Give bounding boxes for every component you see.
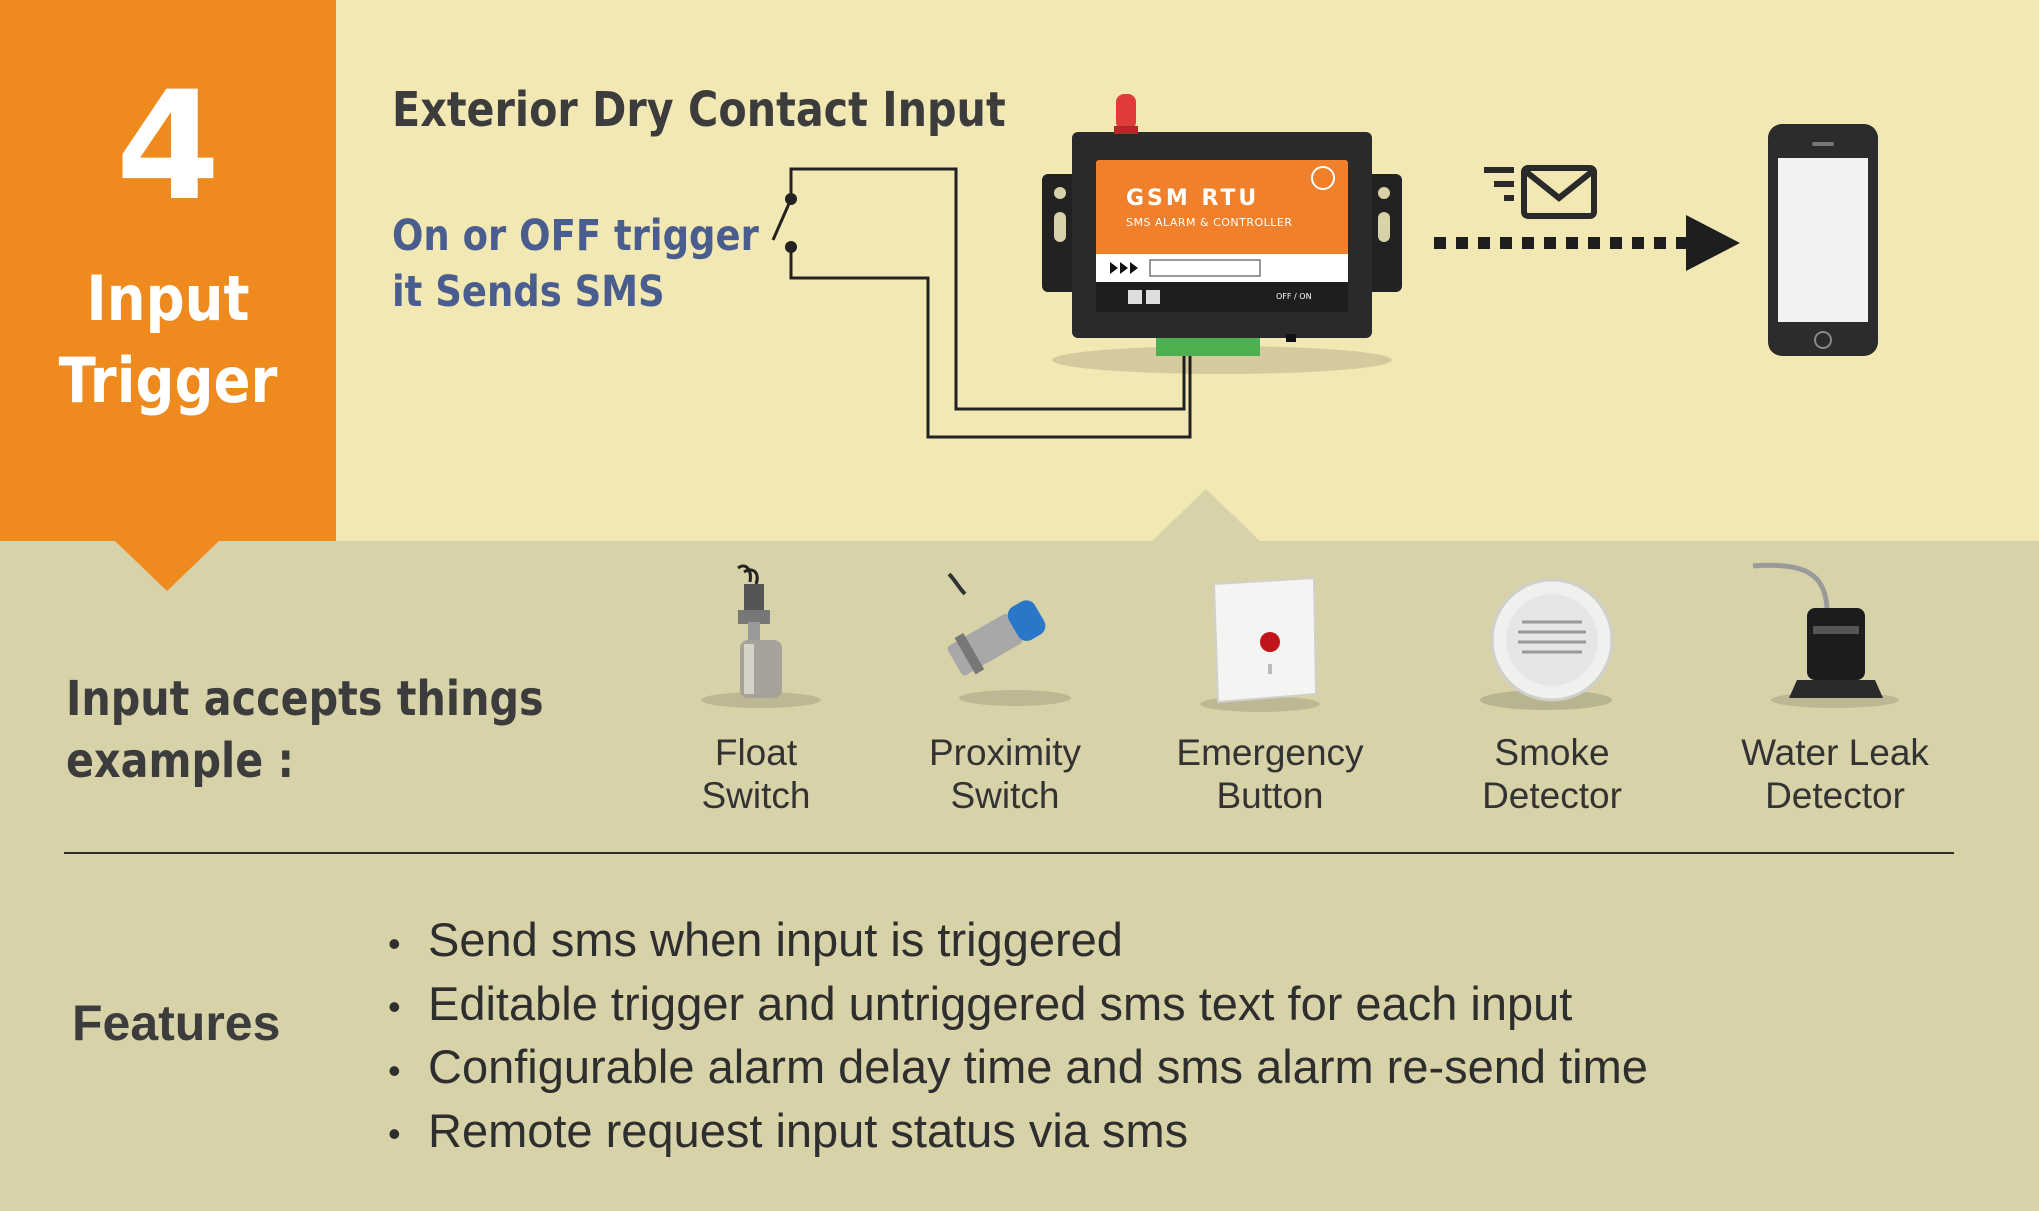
bullet-icon: • — [388, 1049, 401, 1091]
water-leak-detector-icon — [1752, 562, 1899, 708]
example-label-line2: Switch — [950, 775, 1060, 816]
example-proximity-switch: Proximity Switch — [875, 560, 1135, 817]
input-heading: Exterior Dry Contact Input — [392, 82, 1006, 138]
smartphone-icon — [1768, 124, 1878, 356]
smoke-detector-icon — [1480, 578, 1614, 710]
section-divider — [64, 852, 1954, 854]
feature-text: Remote request input status via sms — [428, 1103, 1189, 1157]
feature-text: Send sms when input is triggered — [428, 913, 1123, 966]
accepts-heading-line1: Input accepts things — [66, 671, 544, 727]
feature-text: Configurable alarm delay time and sms al… — [428, 1040, 1648, 1094]
emergency-button-icon — [1200, 576, 1320, 712]
step-title-line2: Trigger — [58, 344, 278, 417]
step-badge: 4 Input Trigger — [0, 0, 336, 541]
example-label-line1: Proximity — [928, 732, 1082, 773]
example-water-leak-detector: Water Leak Detector — [1705, 560, 1965, 817]
device-toggle-label: OFF / ON — [1276, 292, 1312, 301]
gsm-rtu-device-icon — [1042, 94, 1402, 374]
example-label-line1: Smoke — [1494, 732, 1610, 773]
example-label-line2: Detector — [1765, 775, 1905, 816]
trigger-note: On or OFF trigger it Sends SMS — [392, 208, 759, 320]
feature-item: • Configurable alarm delay time and sms a… — [388, 1037, 1648, 1101]
diagram-notch — [1152, 489, 1260, 541]
step-badge-pointer — [115, 541, 219, 591]
top-band — [0, 0, 2039, 541]
example-float-switch: Float Switch — [626, 560, 886, 817]
feature-text: Editable trigger and untriggered sms tex… — [428, 976, 1573, 1030]
example-label-line2: Detector — [1482, 775, 1622, 816]
bottom-band — [0, 541, 2039, 1211]
example-label-line2: Switch — [701, 775, 811, 816]
bullet-icon: • — [388, 986, 401, 1028]
feature-item: • Remote request input status via sms — [388, 1101, 1648, 1165]
example-label-line1: Water Leak — [1741, 732, 1929, 773]
accepts-heading-line2: example : — [66, 733, 295, 789]
trigger-note-line2: it Sends SMS — [392, 267, 665, 317]
device-name: GSM RTU — [1126, 186, 1260, 211]
example-label-line2: Button — [1216, 775, 1324, 816]
feature-item: • Editable trigger and untriggered sms te… — [388, 974, 1648, 1038]
features-heading: Features — [72, 995, 281, 1051]
example-emergency-button: Emergency Button — [1140, 560, 1400, 817]
proximity-switch-icon — [947, 572, 1071, 706]
example-label-line1: Emergency — [1176, 732, 1364, 773]
envelope-icon — [1484, 165, 1597, 219]
dry-contact-switch-icon — [771, 193, 797, 253]
trigger-note-line1: On or OFF trigger — [392, 211, 759, 261]
device-subtitle: SMS ALARM & CONTROLLER — [1126, 216, 1293, 229]
wiring-diagram — [771, 94, 1878, 439]
bullet-icon: • — [388, 1113, 401, 1155]
step-title-line1: Input — [86, 262, 250, 335]
sms-arrow-icon — [1434, 215, 1740, 271]
features-list: • Send sms when input is triggered • Edita… — [388, 910, 1648, 1164]
step-number: 4 — [115, 60, 221, 234]
bullet-icon: • — [388, 922, 401, 964]
accepts-heading: Input accepts things example : — [66, 668, 544, 792]
float-switch-icon — [701, 564, 821, 708]
step-title: Input Trigger — [20, 258, 316, 422]
feature-item: • Send sms when input is triggered — [388, 910, 1648, 974]
wire-lines — [789, 167, 1192, 439]
example-smoke-detector: Smoke Detector — [1422, 560, 1682, 817]
example-label-line1: Float — [714, 732, 798, 773]
